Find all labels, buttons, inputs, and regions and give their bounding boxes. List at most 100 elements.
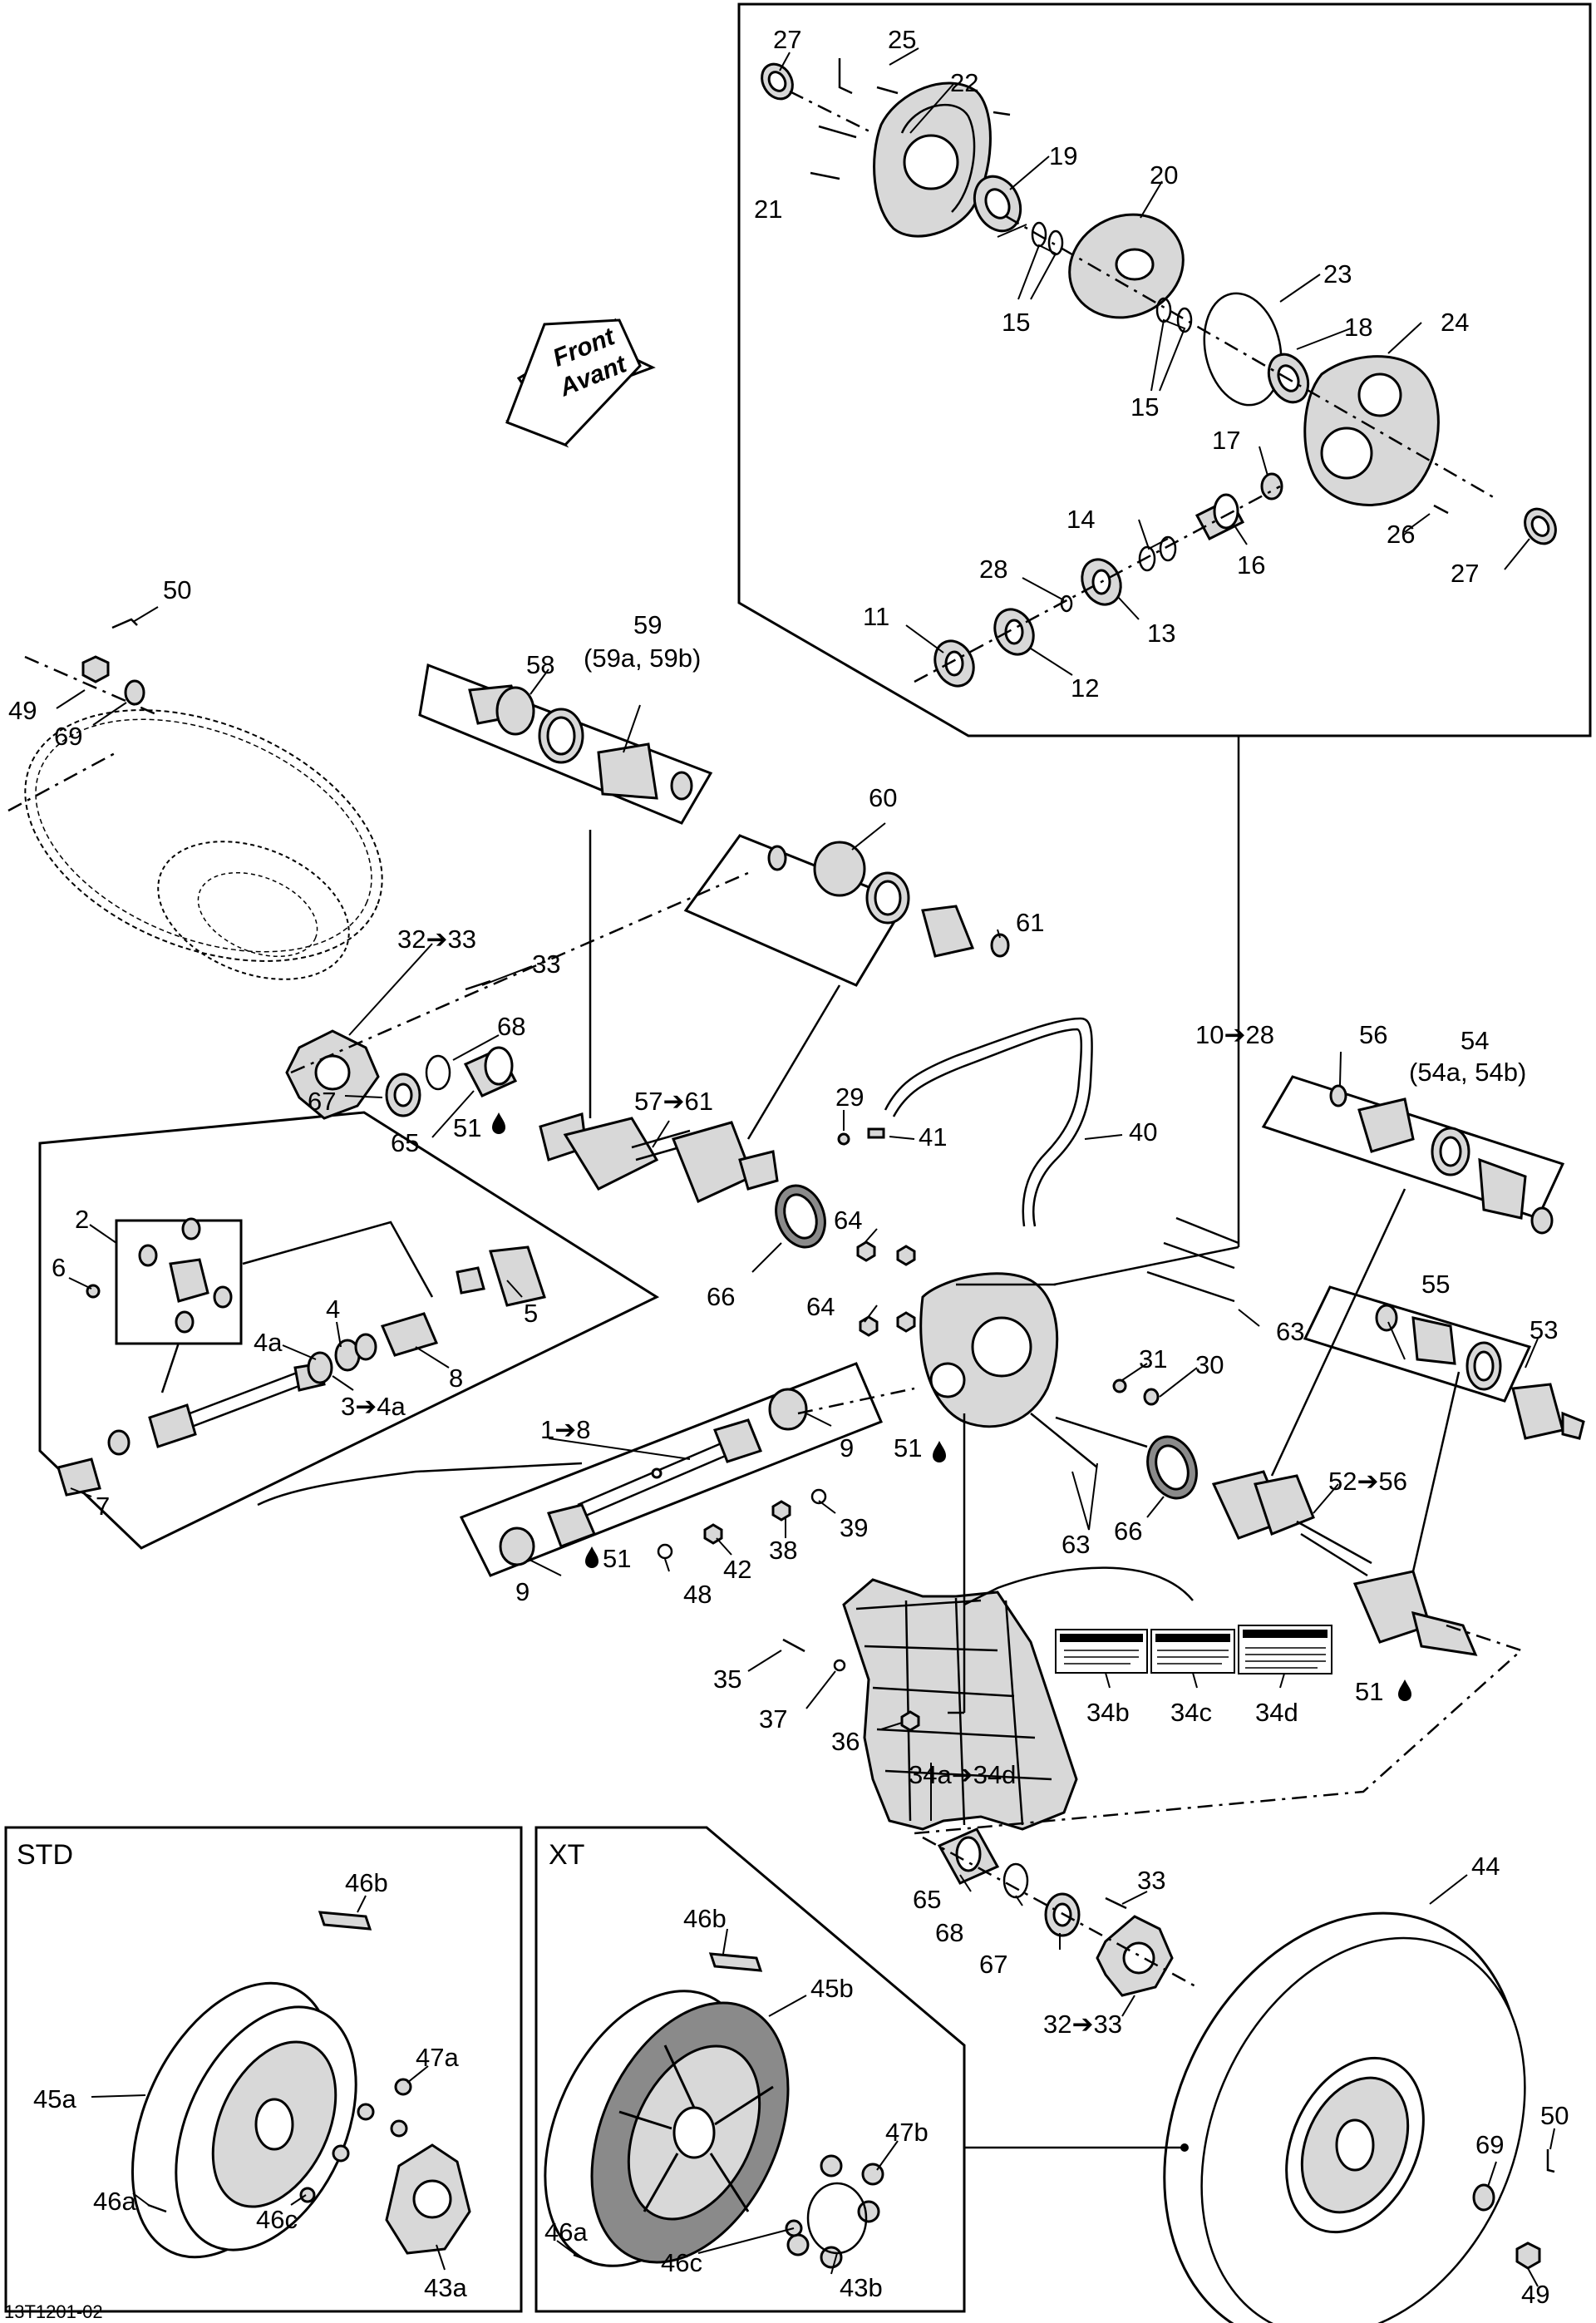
callout-4a: 4a [254,1328,283,1357]
callout-66: 66 [1114,1517,1142,1546]
callout-32-33: 32➔33 [397,925,476,954]
callout-4: 4 [326,1295,340,1324]
right-boot-kit-55 [1375,1304,1585,1440]
callout-19: 19 [1049,141,1077,170]
callout-53: 53 [1530,1315,1558,1344]
callout-13: 13 [1147,619,1175,648]
callout-40: 40 [1129,1117,1157,1147]
callout-57-61: 57➔61 [634,1087,713,1116]
differential-detail-frame [737,2,1592,737]
callout-64: 64 [834,1206,862,1235]
callout-61: 61 [1016,908,1044,937]
callout-34b: 34b [1086,1698,1130,1727]
callout-10-28: 10➔28 [1195,1020,1274,1049]
callout-68: 68 [497,1012,525,1041]
xt-wheel-rim [544,1952,884,2269]
callout-51: 51 [1355,1677,1383,1706]
front-propeller-shaft-detail [57,1217,546,1497]
callout-17: 17 [1212,426,1240,455]
callout-69: 69 [54,722,82,751]
callout-8: 8 [449,1364,463,1393]
callout-29: 29 [835,1083,864,1112]
callout-28: 28 [979,555,1007,584]
callout-leaders [56,47,1555,2287]
oil-drop-icons [492,1112,1411,1701]
propeller-shaft-detail-frame [38,1111,660,1550]
callout-3-4a: 3➔4a [341,1392,406,1421]
callout-47b: 47b [885,2118,929,2147]
callout-66: 66 [707,1282,735,1311]
callout-45b: 45b [810,1974,854,2003]
callout-5: 5 [524,1299,538,1328]
callout-11: 11 [863,602,889,631]
callout-1-8: 1➔8 [540,1415,590,1444]
callout-33: 33 [532,949,560,979]
callout-36: 36 [831,1727,860,1756]
right-drive-shaft [1211,1470,1478,1656]
propeller-shaft-assembly-frame [459,1362,883,1577]
vent-tube [837,1017,1093,1227]
xt-wheel-frame [534,1826,966,2313]
std-wheel-rim [131,1911,471,2259]
callout-55: 55 [1421,1270,1450,1299]
callout-27: 27 [773,25,801,54]
left-wheel-fasteners [81,618,145,706]
callout-46c: 46c [256,2205,298,2234]
oil-drop-icon [933,1441,946,1462]
callout-54: 54 [1461,1026,1489,1055]
oil-drop-icon [1398,1679,1411,1701]
callout-labels: 27 25 22 19 20 21 15 15 23 18 24 17 14 1… [8,25,1569,2309]
right-rear-wheel [1163,1911,1555,2323]
skid-plate-guard [782,1578,1078,1831]
callout-45a: 45a [33,2084,76,2113]
warning-decals [1055,1625,1332,1674]
callout-46c: 46c [661,2248,702,2277]
callout-41: 41 [919,1122,947,1152]
left-rear-wheel [7,655,383,980]
outer-joint-boot-kit [468,684,693,801]
propeller-shaft [499,1388,827,1566]
callout-20: 20 [1150,160,1178,190]
right-hub-assembly [922,1827,1198,1997]
callout-31: 31 [1139,1344,1167,1374]
callout-27: 27 [1451,559,1479,588]
callout-48: 48 [683,1580,712,1609]
callout-9: 9 [515,1577,530,1606]
callout-33: 33 [1137,1866,1165,1895]
callout-54-variants: (54a, 54b) [1409,1058,1526,1087]
oil-drop-icon [492,1112,505,1134]
leader-lines [257,736,1524,2152]
callout-43a: 43a [424,2273,467,2302]
callout-6: 6 [52,1253,66,1282]
callout-43b: 43b [840,2273,883,2302]
callout-38: 38 [769,1536,797,1565]
callout-60: 60 [869,783,897,812]
callout-64: 64 [806,1292,835,1321]
xt-section-title: XT [549,1839,584,1871]
callout-44: 44 [1471,1852,1500,1881]
callout-14: 14 [1066,505,1095,534]
callout-34a-34d: 34a➔34d [909,1760,1016,1789]
callout-34d: 34d [1255,1698,1298,1727]
callout-49: 49 [1521,2280,1549,2309]
callout-7: 7 [96,1492,110,1521]
callout-9: 9 [840,1433,854,1462]
std-section-title: STD [17,1839,73,1871]
callout-59: 59 [633,610,662,639]
callout-15: 15 [1002,308,1030,337]
callout-67: 67 [979,1950,1007,1979]
differential-parts [761,58,1557,688]
callout-22: 22 [950,68,978,97]
callout-12: 12 [1071,673,1099,703]
callout-34c: 34c [1170,1698,1212,1727]
callout-18: 18 [1344,313,1372,342]
callout-23: 23 [1323,259,1352,289]
callout-26: 26 [1387,520,1415,549]
callout-49: 49 [8,696,37,725]
callout-59-variants: (59a, 59b) [584,644,701,673]
callout-35: 35 [713,1665,741,1694]
right-inner-boot-frame [1303,1285,1532,1403]
std-wheel-frame [4,1826,523,2313]
callout-50: 50 [1540,2101,1569,2130]
